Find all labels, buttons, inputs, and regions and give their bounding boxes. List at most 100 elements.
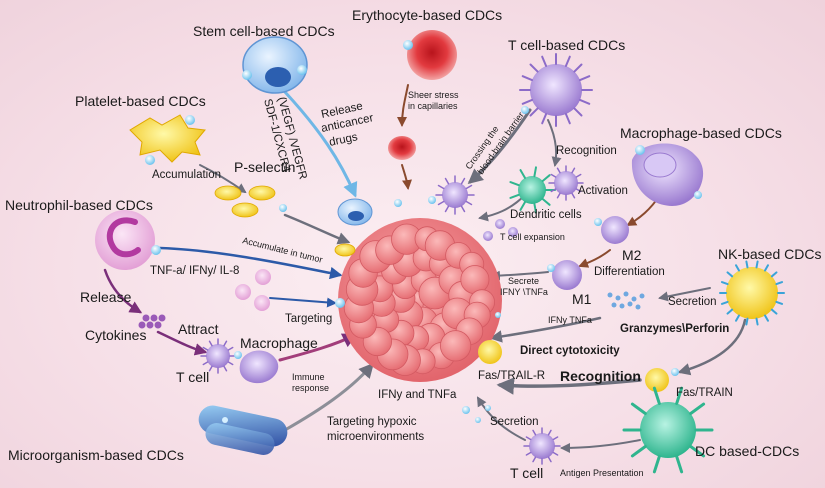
cell-spike — [521, 98, 533, 105]
macrophage-left — [234, 350, 279, 384]
cell-spike — [550, 188, 557, 193]
cell-spike — [529, 63, 539, 73]
stem-cell — [242, 36, 308, 94]
cell-spike — [202, 346, 209, 351]
cell-spike — [775, 281, 784, 286]
arrow-rbc-1 — [397, 84, 409, 127]
macrophage-m2 — [594, 216, 629, 244]
cell-spike — [223, 365, 228, 372]
arrow-recognition-tumor — [496, 377, 642, 395]
cell-spike — [437, 200, 445, 206]
cell-spike — [533, 166, 537, 178]
cell-spike — [525, 451, 532, 456]
platelet-small-group — [214, 185, 287, 218]
label-microorganism: Microorganism-based CDCs — [8, 447, 184, 463]
arrow-platelet-pselectin — [199, 164, 247, 194]
cell-spike — [630, 445, 647, 458]
cell-spike — [770, 308, 778, 315]
cell-spike — [541, 174, 551, 182]
cell-spike — [509, 193, 520, 199]
particles — [394, 199, 501, 423]
cell-spike — [573, 63, 583, 73]
label-secretion-nk: Secretion — [668, 296, 717, 308]
label-dc: DC based-CDCs — [695, 443, 799, 459]
cell-spike — [675, 386, 684, 405]
cell-spike — [755, 317, 759, 326]
macrophage-cell-large — [631, 143, 704, 206]
cell-spike — [575, 173, 582, 178]
cell-spike — [227, 361, 234, 366]
t-cell-near-tumor — [428, 175, 475, 215]
arrow-rbc-2 — [401, 164, 412, 190]
label-tcell-expansion: T cell expansion — [500, 232, 565, 242]
macrophage-m1 — [547, 260, 582, 290]
arrow-m2-m1 — [578, 249, 611, 268]
label-recognition-top: Recognition — [556, 145, 617, 157]
label-targeting: Targeting — [285, 313, 332, 325]
cell-spike — [770, 271, 778, 278]
cell-spike — [541, 198, 551, 206]
cell-spike — [444, 205, 450, 213]
cell-spike — [532, 429, 537, 436]
label-activation: Activation — [578, 185, 628, 197]
cell-spike — [745, 260, 749, 269]
arrow-granzymes-tumor — [489, 316, 602, 343]
label-m1: M1 — [572, 291, 592, 307]
t-cell-bottom — [523, 427, 561, 465]
cell-spike — [465, 200, 473, 206]
cell-spike — [529, 107, 539, 117]
cell-spike — [208, 340, 213, 347]
label-tcell-bottom: T cell — [510, 465, 543, 481]
cell-spike — [465, 184, 473, 190]
label-accumulation: Accumulation — [152, 169, 221, 181]
arrow-stem-to-tumor — [283, 90, 358, 198]
t-cell-left — [200, 338, 236, 374]
platelet-cell — [129, 114, 206, 165]
label-release: Release — [80, 289, 132, 305]
cell-spike — [575, 188, 582, 193]
arrow-microorganism-tumor — [283, 362, 374, 432]
cell-spike — [689, 402, 706, 415]
t-cell-expansion — [483, 219, 518, 241]
cell-spike — [525, 436, 532, 441]
label-secrete-2: IFNY \TNFa — [500, 287, 548, 297]
cell-spike — [541, 113, 548, 125]
neutrophil-cell — [95, 210, 161, 270]
label-attract: Attract — [178, 321, 219, 337]
arrow-recognition — [547, 119, 562, 167]
label-tcell-cdc: T cell-based CDCs — [508, 37, 625, 53]
arrow-neutrophil-tumor — [158, 246, 343, 280]
cell-spike — [550, 173, 557, 178]
cell-spike — [573, 107, 583, 117]
cell-spike — [755, 260, 759, 269]
label-pselectin: P-selectin — [234, 159, 295, 175]
cell-spike — [202, 361, 209, 366]
cell-spike — [652, 386, 661, 405]
nk-cell-small-top — [478, 340, 502, 364]
label-recognition-nk: Recognition — [560, 368, 641, 384]
label-tcell-left: T cell — [176, 369, 209, 385]
cell-spike — [689, 445, 706, 458]
label-secrete-1: Secrete — [508, 276, 539, 286]
label-secretion-t: Secretion — [490, 416, 539, 428]
arrow-nk-secretion — [658, 287, 711, 302]
cell-spike — [552, 451, 559, 456]
cell-spike — [735, 314, 740, 322]
cell-spike — [519, 169, 526, 179]
red-blood-cell-small — [388, 136, 416, 160]
label-cytokines: Cytokines — [85, 327, 146, 343]
arrow-nk-down — [677, 318, 747, 376]
bacteria — [198, 405, 288, 455]
cell-spike — [532, 456, 537, 463]
cell-spike — [227, 346, 234, 351]
cell-spike — [571, 192, 576, 199]
label-release-drugs-3: drugs — [328, 131, 359, 149]
tumor-mass — [338, 218, 502, 382]
cell-spike — [541, 55, 548, 67]
label-fas-trail-r: Fas/TRAIL-R — [478, 370, 545, 382]
cell-spike — [630, 402, 647, 415]
cell-spike — [437, 184, 445, 190]
cell-spike — [764, 264, 769, 272]
label-tnf: TNF-a/ IFNy/ IL-8 — [150, 265, 239, 277]
